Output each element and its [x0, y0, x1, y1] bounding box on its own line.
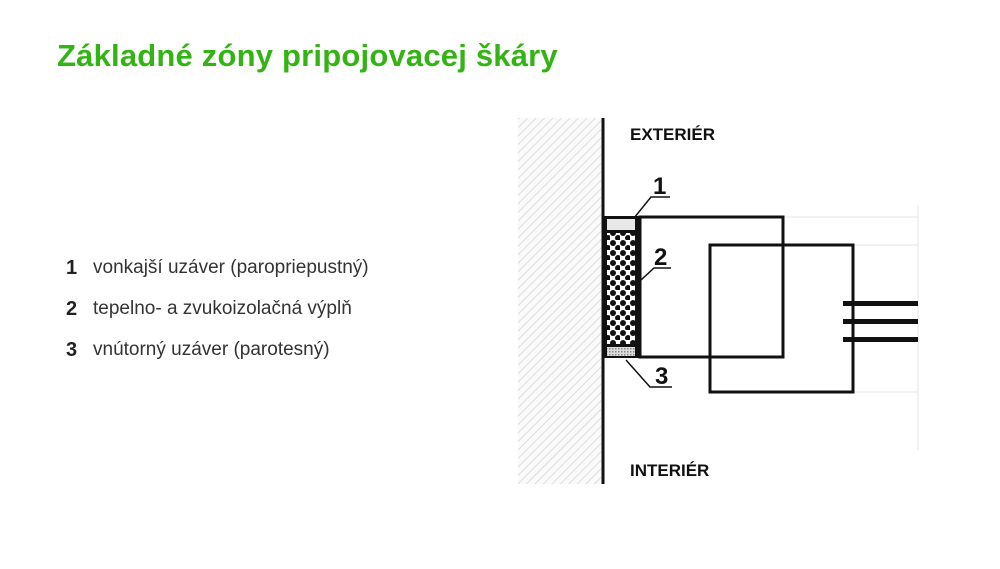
callout-1-leader	[633, 196, 670, 219]
legend-number: 3	[66, 339, 78, 361]
zone-1-outer-seal	[607, 219, 635, 230]
masonry-wall-hatch	[518, 118, 601, 484]
page-title: Základné zóny pripojovacej škáry	[57, 38, 558, 73]
legend-item: 2 tepelno- a zvukoizolačná výplň	[66, 298, 369, 339]
callout-2-leader	[640, 267, 671, 281]
interior-label: INTERIÉR	[630, 461, 709, 480]
window-sash	[708, 243, 855, 394]
callout-2: 2	[654, 244, 667, 271]
legend-list: 1 vonkajší uzáver (paropriepustný) 2 tep…	[66, 257, 369, 380]
zone-3-inner-seal	[607, 347, 635, 356]
zone-2-insulation	[607, 233, 635, 344]
callout-3-leader	[625, 359, 672, 388]
legend-text: vonkajší uzáver (paropriepustný)	[93, 257, 369, 278]
callout-1: 1	[653, 173, 666, 200]
guide-lines	[783, 205, 919, 450]
legend-number: 1	[66, 257, 78, 279]
legend-text: tepelno- a zvukoizolačná výplň	[93, 298, 352, 319]
legend-number: 2	[66, 298, 78, 320]
legend-item: 3 vnútorný uzáver (parotesný)	[66, 339, 369, 380]
glazing-lines	[843, 301, 918, 342]
legend-item: 1 vonkajší uzáver (paropriepustný)	[66, 257, 369, 298]
legend-text: vnútorný uzáver (parotesný)	[93, 339, 330, 360]
callout-3: 3	[655, 363, 668, 390]
exterior-label: EXTERIÉR	[630, 125, 715, 144]
